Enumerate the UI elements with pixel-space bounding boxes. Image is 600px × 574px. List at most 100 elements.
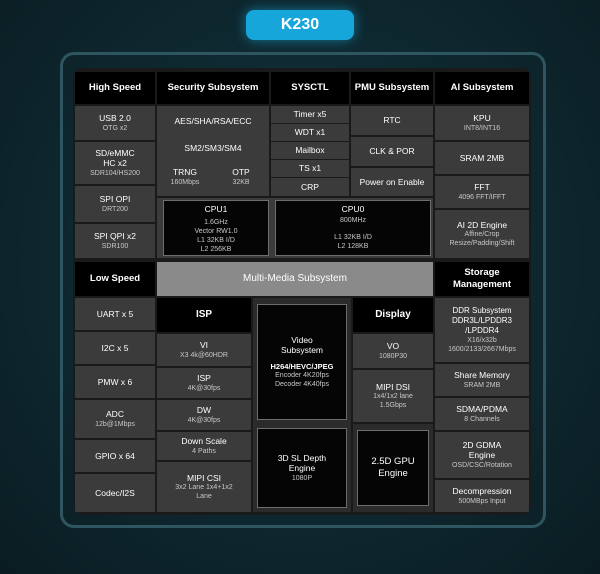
cpu1-title: CPU1	[204, 204, 228, 214]
gdma-sub: OSD/CSC/Rotation	[452, 462, 512, 470]
ai-2d-label: AI 2D Engine	[456, 219, 508, 230]
wdt-block: WDT x1	[271, 124, 349, 141]
fft-sub: 4096 FFT/IFFT	[458, 193, 506, 201]
decompression-sub: 500MBps Input	[458, 497, 506, 505]
isp-label: ISP	[197, 373, 211, 384]
sysctl-header: SYSCTL	[271, 72, 349, 104]
mipi-dsi-sub: 1x4/1x2 lane 1.5Gbps	[373, 393, 413, 410]
dw-label: DW	[196, 405, 212, 416]
vo-sub: 1080P30	[378, 352, 408, 360]
vi-label: VI	[199, 340, 209, 351]
otp-sub: 32KB	[232, 178, 250, 186]
codec-block: Codec/I2S	[75, 474, 155, 512]
mipi-dsi-block: MIPI DSI 1x4/1x2 lane 1.5Gbps	[353, 370, 433, 422]
ddr-sub: X16/x32b 1600/2133/2667Mbps	[448, 336, 516, 353]
power-on-block: Power on Enable	[351, 168, 433, 196]
vo-block: VO 1080P30	[353, 334, 433, 368]
depth-engine-block: 3D SL Depth Engine 1080P	[257, 428, 347, 508]
video-encoder: Encoder 4K20fps	[275, 372, 329, 380]
outer-frame	[60, 52, 546, 528]
video-subsystem-block: Video Subsystem H264/HEVC/JPEG Encoder 4…	[257, 304, 347, 420]
display-header: Display	[353, 298, 433, 332]
downscale-label: Down Scale	[181, 436, 227, 447]
security-header: Security Subsystem	[157, 72, 269, 104]
trng-block: TRNG 160Mbps	[157, 167, 213, 187]
spi-qpi-sub: SDR100	[101, 242, 129, 250]
kpu-sub: INT8/INT16	[463, 124, 501, 132]
sd-emmc-label: SD/eMMC HC x2	[95, 147, 135, 169]
cpu0-l1: L1 32KB I/D	[334, 233, 372, 241]
cpu0-freq: 800MHz	[339, 216, 367, 224]
video-codec: H264/HEVC/JPEG	[270, 361, 334, 371]
mipi-csi-block: MIPI CSI 3x2 Lane 1x4+1x2 Lane	[157, 462, 251, 512]
chip-block-diagram: High Speed USB 2.0 OTG x2 SD/eMMC HC x2 …	[73, 68, 531, 515]
isp-header: ISP	[157, 298, 251, 332]
fft-block: FFT 4096 FFT/IFFT	[435, 176, 529, 208]
i2c-block: I2C x 5	[75, 332, 155, 364]
ddr-label: DDR Subsystem DDR3L/LPDDR3 /LPDDR4	[451, 305, 513, 335]
sdma-sub: 8 Channels	[464, 415, 500, 423]
usb-label: USB 2.0	[99, 113, 131, 124]
cpu1-vector: Vector RW1.0	[194, 227, 238, 235]
downscale-block: Down Scale 4 Paths	[157, 432, 251, 460]
cpu1-freq: 1.6GHz	[204, 218, 228, 226]
trng-sub: 160Mbps	[170, 178, 200, 186]
clk-por-block: CLK & POR	[351, 137, 433, 166]
trng-label: TRNG	[172, 167, 198, 178]
vo-label: VO	[386, 341, 400, 352]
video-title: Video Subsystem	[280, 334, 324, 356]
gdma-label: 2D GDMA Engine	[462, 439, 502, 461]
adc-block: ADC 12b@1Mbps	[75, 400, 155, 438]
cpu1-l1: L1 32KB I/D	[197, 236, 235, 244]
ai-sram-block: SRAM 2MB	[435, 142, 529, 174]
spi-opi-label: SPI OPI	[99, 194, 131, 205]
security-crypto-1: AES/SHA/RSA/ECC	[174, 116, 252, 126]
kpu-block: KPU INT8/INT16	[435, 106, 529, 140]
cpu1-l2: L2 256KB	[200, 245, 232, 253]
crp-block: CRP	[271, 178, 349, 196]
timer-block: Timer x5	[271, 106, 349, 123]
otp-block: OTP 32KB	[213, 167, 269, 187]
gdma-block: 2D GDMA Engine OSD/CSC/Rotation	[435, 432, 529, 478]
sdma-block: SDMA/PDMA 8 Channels	[435, 398, 529, 430]
adc-sub: 12b@1Mbps	[95, 420, 135, 428]
ddr-block: DDR Subsystem DDR3L/LPDDR3 /LPDDR4 X16/x…	[435, 298, 529, 362]
isp-sub: 4K@30fps	[187, 384, 221, 392]
mailbox-block: Mailbox	[271, 142, 349, 159]
share-memory-label: Share Memory	[454, 370, 510, 381]
mipi-csi-label: MIPI CSI	[186, 472, 221, 483]
decompression-label: Decompression	[452, 486, 512, 497]
dw-block: DW 4K@30fps	[157, 400, 251, 430]
mipi-csi-sub: 3x2 Lane 1x4+1x2 Lane	[175, 484, 233, 501]
rtc-block: RTC	[351, 106, 433, 135]
sdma-label: SDMA/PDMA	[456, 404, 508, 415]
security-crypto-2: SM2/SM3/SM4	[184, 142, 242, 153]
otp-label: OTP	[232, 167, 250, 178]
usb-sub: OTG x2	[102, 124, 128, 132]
mipi-dsi-label: MIPI DSI	[375, 381, 410, 392]
adc-label: ADC	[106, 409, 124, 420]
cpu0-title: CPU0	[341, 204, 365, 214]
kpu-label: KPU	[473, 113, 491, 124]
pmw-block: PMW x 6	[75, 366, 155, 398]
dw-sub: 4K@30fps	[187, 416, 221, 424]
spi-opi-sub: DRT200	[102, 205, 128, 213]
fft-label: FFT	[474, 182, 490, 193]
ai-sram-label: SRAM 2MB	[459, 152, 505, 163]
depth-title: 3D SL Depth Engine	[277, 452, 327, 474]
low-speed-header: Low Speed	[75, 262, 155, 296]
security-block: AES/SHA/RSA/ECC SM2/SM3/SM4 TRNG 160Mbps…	[157, 106, 269, 196]
usb-block: USB 2.0 OTG x2	[75, 106, 155, 140]
uart-block: UART x 5	[75, 298, 155, 330]
downscale-sub: 4 Paths	[192, 447, 216, 455]
storage-header-text: Storage Management	[452, 267, 512, 290]
ai-header: AI Subsystem	[435, 72, 529, 104]
share-memory-sub: SRAM 2MB	[463, 381, 501, 389]
gpio-block: GPIO x 64	[75, 440, 155, 472]
storage-header: Storage Management	[435, 262, 529, 296]
video-decoder: Decoder 4K40fps	[274, 381, 330, 389]
decompression-block: Decompression 500MBps Input	[435, 480, 529, 512]
spi-qpi-block: SPI QPI x2 SDR100	[75, 224, 155, 258]
gpu-block: 2.5D GPU Engine	[357, 430, 429, 506]
high-speed-header: High Speed	[75, 72, 155, 104]
